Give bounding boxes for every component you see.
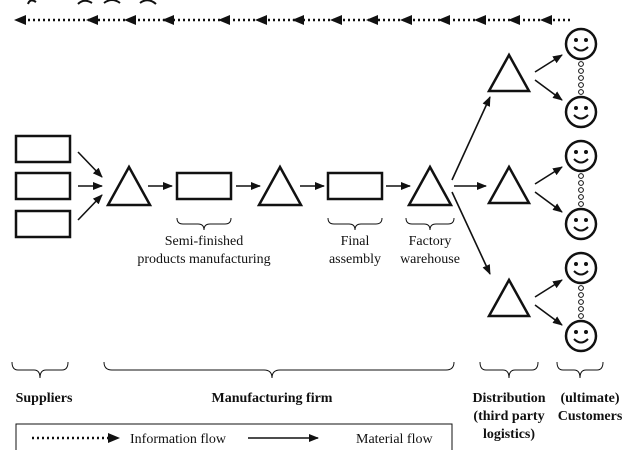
distribution-triangle <box>486 277 532 318</box>
final-assembly-box <box>326 171 384 201</box>
continuation-dot <box>578 180 584 186</box>
legend-box <box>15 423 453 455</box>
material-arrow <box>451 191 491 275</box>
semi-finished-brace <box>176 217 232 231</box>
continuation-dot <box>578 292 584 298</box>
distribution-label-line1: Distribution <box>472 391 545 406</box>
manufacturing-firm-brace <box>103 361 455 379</box>
continuation-dot <box>578 306 584 312</box>
information-flow-line <box>14 15 572 25</box>
material-arrow <box>534 279 563 298</box>
semi-finished-label-line1: Semi-finished <box>165 234 244 249</box>
info-arrow-head <box>255 15 267 25</box>
material-arrow <box>534 166 563 185</box>
info-arrow-head <box>508 15 520 25</box>
factory-warehouse-label-line2: warehouse <box>400 252 460 267</box>
legend-material-flow-label: Material flow <box>356 432 433 447</box>
customer-smiley-icon <box>564 95 598 129</box>
customer-smiley-icon <box>564 207 598 241</box>
distribution-label-line2: (third party <box>473 409 544 424</box>
semi-finished-label-line2: products manufacturing <box>137 252 270 267</box>
distribution-label-line3: logistics) <box>483 427 535 442</box>
continuation-dot <box>578 75 584 81</box>
material-arrow <box>534 79 563 101</box>
info-arrow-head <box>438 15 450 25</box>
material-arrow <box>77 151 103 178</box>
customers-label-line1: (ultimate) <box>560 391 619 406</box>
customer-smiley-icon <box>564 319 598 353</box>
continuation-dot <box>578 61 584 67</box>
cropped-heading <box>27 0 157 5</box>
suppliers-label: Suppliers <box>16 391 73 406</box>
info-arrow-head <box>540 15 552 25</box>
legend-information-flow-label: Information flow <box>130 432 227 447</box>
info-arrow-head <box>474 15 486 25</box>
info-arrow-head <box>124 15 136 25</box>
material-arrow <box>451 96 491 181</box>
info-arrow-head <box>330 15 342 25</box>
final-assembly-brace <box>327 217 383 231</box>
customer-smiley-icon <box>564 27 598 61</box>
material-arrow <box>534 191 563 213</box>
customer-group <box>564 27 598 353</box>
suppliers-brace <box>11 361 69 379</box>
stock-point-triangle <box>256 164 304 207</box>
info-arrow-head <box>366 15 378 25</box>
info-arrow-head <box>86 15 98 25</box>
continuation-dot <box>578 68 584 74</box>
info-arrow-head <box>218 15 230 25</box>
continuation-dot <box>578 173 584 179</box>
final-assembly-label-line1: Final <box>341 234 370 249</box>
continuation-dot <box>578 194 584 200</box>
customers-label-line2: Customers <box>558 409 623 424</box>
continuation-dot <box>578 285 584 291</box>
customer-smiley-icon <box>564 251 598 285</box>
customer-smiley-icon <box>564 139 598 173</box>
continuation-dot <box>578 187 584 193</box>
info-arrow-head <box>292 15 304 25</box>
info-arrow-head <box>400 15 412 25</box>
legend-information-arrow-head <box>108 433 120 443</box>
continuation-dot <box>578 313 584 319</box>
legend: Information flow Material flow <box>15 423 453 455</box>
material-arrow <box>534 304 563 326</box>
supplier-box <box>14 134 72 164</box>
factory-warehouse-label-line1: Factory <box>409 234 452 249</box>
material-arrow <box>77 194 103 221</box>
semi-finished-process-box <box>175 171 233 201</box>
distribution-triangle <box>486 52 532 93</box>
factory-warehouse-triangle <box>406 164 454 207</box>
supplier-box <box>14 209 72 239</box>
continuation-dot <box>578 82 584 88</box>
continuation-dot <box>578 89 584 95</box>
continuation-dot <box>578 201 584 207</box>
manufacturing-firm-label: Manufacturing firm <box>212 391 333 406</box>
distribution-triangle <box>486 164 532 205</box>
material-arrow <box>534 54 563 73</box>
distribution-brace <box>479 361 539 379</box>
info-arrow-head <box>14 15 26 25</box>
continuation-dot <box>578 299 584 305</box>
supplier-box <box>14 171 72 201</box>
customers-brace <box>556 361 604 379</box>
stock-point-triangle <box>105 164 153 207</box>
info-arrow-head <box>162 15 174 25</box>
factory-warehouse-brace <box>405 217 455 231</box>
final-assembly-label-line2: assembly <box>329 252 381 267</box>
customer-continuation-dots <box>578 61 584 319</box>
